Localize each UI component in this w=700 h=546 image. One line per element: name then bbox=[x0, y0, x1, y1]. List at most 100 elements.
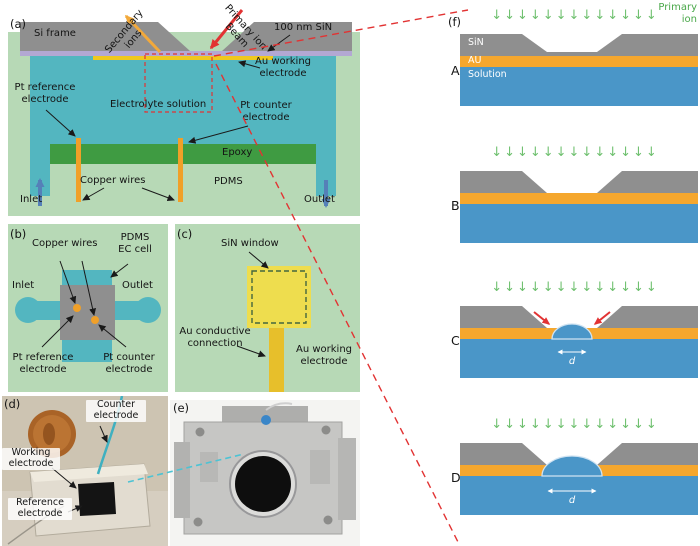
inlet-port bbox=[15, 297, 41, 323]
panel-e-photo bbox=[170, 400, 360, 546]
si-frame-label: Si frame bbox=[34, 28, 76, 39]
primary-ion-label: Primary ion bbox=[658, 2, 697, 25]
counter-electrode-label: Counter electrode bbox=[86, 399, 146, 422]
primary-ion-arrows-icon: ↓↓↓↓↓↓↓↓↓↓↓↓↓ bbox=[491, 145, 659, 160]
pointer-arrow bbox=[41, 315, 74, 348]
etched-notch bbox=[522, 34, 622, 52]
reference-electrode-label: Reference electrode bbox=[8, 497, 72, 520]
au-layer bbox=[460, 193, 698, 204]
pointer-arrow bbox=[82, 187, 105, 201]
secondary-ions-arrow-icon bbox=[124, 14, 162, 54]
screw bbox=[193, 517, 203, 527]
au-layer-label: AU bbox=[468, 55, 482, 66]
stage-a-diagram bbox=[460, 34, 698, 106]
pointer-arrow bbox=[99, 425, 108, 443]
inlet-label: Inlet bbox=[12, 280, 35, 291]
pt-counter-electrode-label: Pt counter electrode bbox=[103, 352, 155, 375]
pt-reference-electrode-label: Pt reference electrode bbox=[14, 82, 76, 105]
panel-f-tag: (f) bbox=[448, 15, 462, 29]
pdms-label: PDMS bbox=[214, 176, 243, 187]
au-working-electrode-label: Au working electrode bbox=[295, 344, 353, 367]
inlet-label: Inlet bbox=[20, 194, 43, 205]
pt-counter-electrode-label: Pt counter electrode bbox=[240, 100, 292, 123]
pointer-arrow bbox=[59, 260, 77, 304]
stage-d-diagram: d bbox=[460, 443, 698, 515]
panel-f: (f) Primary ion ↓↓↓↓↓↓↓↓↓↓↓↓↓ SiN AU Sol… bbox=[445, 0, 700, 546]
outlet-port bbox=[135, 297, 161, 323]
stage-a-letter: A bbox=[451, 63, 460, 78]
epoxy-label: Epoxy bbox=[222, 147, 253, 158]
panel-a-tag: (a) bbox=[10, 17, 27, 31]
solution-layer bbox=[460, 67, 698, 106]
panel-a: (a) Si frame Secondary ions Primary ion … bbox=[8, 3, 360, 216]
outlet-label: Outlet bbox=[122, 280, 153, 291]
stage-b-letter: B bbox=[451, 198, 460, 213]
primary-ion-arrows-icon: ↓↓↓↓↓↓↓↓↓↓↓↓↓ bbox=[491, 8, 659, 23]
solution-bubble bbox=[551, 323, 593, 340]
bubble-diameter-label: d bbox=[569, 495, 576, 506]
screw bbox=[321, 425, 331, 435]
panel-e-tag: (e) bbox=[173, 401, 190, 415]
holder-left-bracket bbox=[174, 442, 190, 518]
panel-e: (e) bbox=[170, 400, 360, 546]
screw bbox=[323, 515, 333, 525]
working-electrode-label: Working electrode bbox=[2, 447, 60, 470]
stage-c-letter: C bbox=[451, 333, 460, 348]
holder-detail bbox=[310, 450, 330, 484]
au-working-electrode-label: Au working electrode bbox=[254, 56, 312, 79]
copper-wire-dot bbox=[91, 316, 99, 324]
au-conductive-connection-label: Au conductive connection bbox=[179, 326, 251, 349]
pointer-arrow bbox=[98, 324, 127, 348]
solution-bubble bbox=[541, 455, 603, 477]
ec-cell-block-top bbox=[30, 464, 148, 482]
pointer-arrow bbox=[81, 260, 97, 316]
solution-layer bbox=[460, 204, 698, 243]
sin-membrane-layer bbox=[20, 51, 352, 56]
au-working-electrode-layer bbox=[93, 56, 273, 60]
solution-layer bbox=[460, 476, 698, 515]
penny-relief bbox=[43, 423, 55, 445]
pointer-arrow bbox=[51, 467, 77, 489]
stage-d-letter: D bbox=[451, 470, 461, 485]
stage-c-diagram: d bbox=[460, 306, 698, 378]
bubble-diameter-label: d bbox=[569, 356, 576, 367]
holder-detail bbox=[200, 452, 218, 482]
stage-b-diagram bbox=[460, 171, 698, 243]
solution-layer-label: Solution bbox=[468, 69, 507, 80]
primary-ion-arrows-icon: ↓↓↓↓↓↓↓↓↓↓↓↓↓ bbox=[491, 280, 659, 295]
panel-d-tag: (d) bbox=[4, 397, 21, 411]
outlet-label: Outlet bbox=[304, 194, 335, 205]
pt-reference-electrode-label: Pt reference electrode bbox=[12, 352, 74, 375]
etched-notch bbox=[522, 443, 622, 465]
panel-c-tag: (c) bbox=[177, 227, 193, 241]
copper-wire-right bbox=[178, 138, 183, 202]
primary-ion-arrows-icon: ↓↓↓↓↓↓↓↓↓↓↓↓↓ bbox=[491, 417, 659, 432]
panel-d: (d) Counter electrode Working electrode … bbox=[2, 396, 168, 546]
pointer-arrow bbox=[110, 263, 129, 278]
etched-notch bbox=[522, 171, 622, 193]
copper-wire-left bbox=[76, 138, 81, 202]
sin-chip-square bbox=[78, 482, 116, 516]
au-layer bbox=[460, 56, 698, 67]
beam-impact-arrow-icon bbox=[533, 311, 551, 325]
screw bbox=[195, 427, 205, 437]
pointer-arrow bbox=[45, 109, 76, 137]
panel-b-tag: (b) bbox=[10, 227, 27, 241]
panel-b: (b) Copper wires PDMS EC cell Inlet Outl… bbox=[8, 224, 168, 392]
sin-100nm-label: 100 nm SiN bbox=[274, 22, 333, 33]
tube-fitting bbox=[261, 415, 271, 425]
sin-layer-label: SiN bbox=[468, 37, 484, 48]
pointer-arrow bbox=[141, 187, 175, 201]
holder-right-bracket bbox=[338, 438, 356, 520]
panel-b-diagram bbox=[8, 224, 168, 392]
sin-window-label: SiN window bbox=[221, 238, 279, 249]
au-working-electrode-pad bbox=[247, 266, 311, 328]
copper-wires-label: Copper wires bbox=[32, 238, 98, 249]
zoom-region-box bbox=[144, 53, 213, 113]
copper-wires-label: Copper wires bbox=[80, 175, 146, 186]
inlet-channel bbox=[30, 56, 50, 196]
pdms-ec-cell-label: PDMS EC cell bbox=[118, 232, 152, 255]
si-frame-left bbox=[20, 22, 190, 51]
beam-impact-arrow-icon bbox=[593, 311, 611, 325]
